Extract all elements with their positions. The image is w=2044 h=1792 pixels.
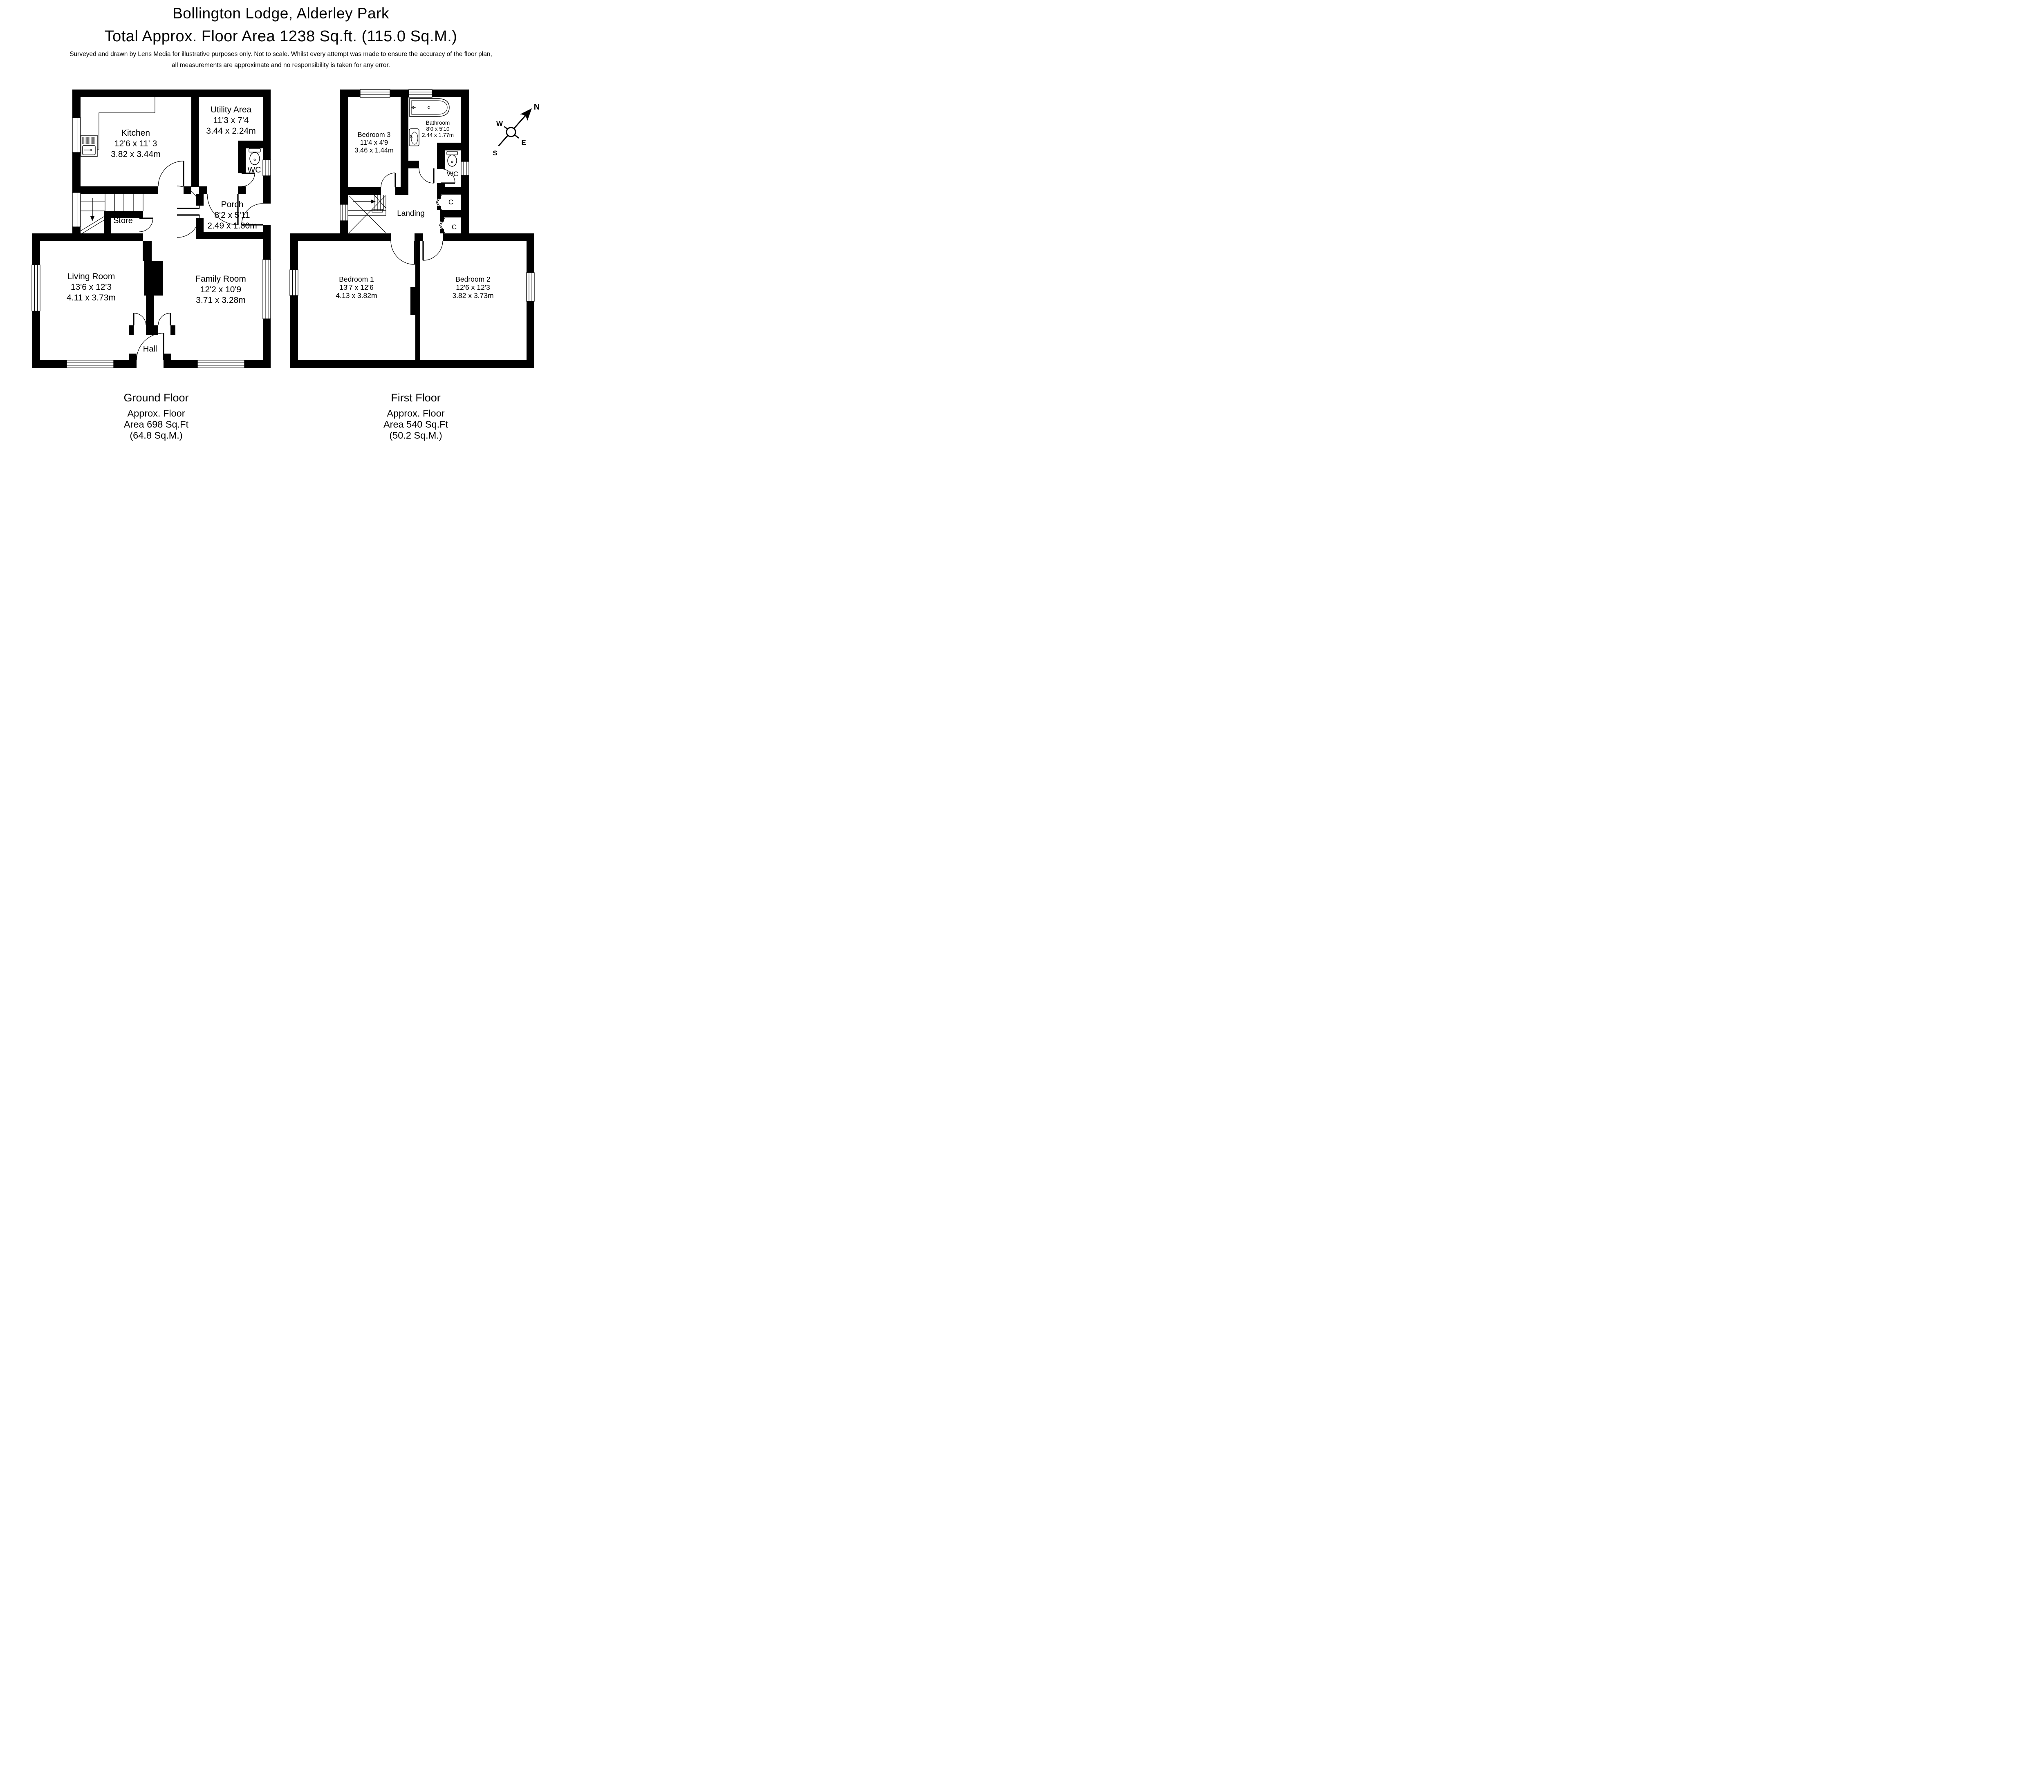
porch-dim-m: 2.49 x 1.80m (207, 221, 257, 231)
wc-first-label: WC (447, 170, 458, 178)
first-floor-plan: Bedroom 3 11'4 x 4'9 3.46 x 1.44m Bathro… (289, 89, 535, 368)
bedroom2-dim-m: 3.82 x 3.73m (452, 291, 493, 300)
first-floor-doors (381, 168, 455, 265)
ground-floor-plan: Kitchen 12'6 x 11' 3 3.82 x 3.44m Utilit… (31, 90, 271, 368)
bedroom2-dim-ft: 12'6 x 12'3 (456, 283, 490, 291)
hall-label: Hall (143, 345, 157, 354)
living-room-dim-ft: 13'6 x 12'3 (71, 282, 112, 292)
closet1-label: C (448, 198, 453, 206)
staircase-first (348, 195, 386, 233)
ground-floor-labels: Kitchen 12'6 x 11' 3 3.82 x 3.44m Utilit… (67, 105, 261, 354)
compass-graphic (498, 108, 532, 146)
compass-east-label: E (521, 139, 526, 146)
kitchen-label: Kitchen (121, 128, 150, 138)
compass-north-label: N (534, 103, 540, 112)
bedroom1-label: Bedroom 1 (339, 275, 374, 283)
first-floor-labels: Bedroom 3 11'4 x 4'9 3.46 x 1.44m Bathro… (336, 120, 493, 300)
ground-area-line-2: Area 698 Sq.Ft (123, 419, 189, 430)
total-area-title: Total Approx. Floor Area 1238 Sq.ft. (11… (104, 28, 457, 45)
north-arrow-icon (520, 108, 532, 121)
ground-floor-area: Approx. Floor Area 698 Sq.Ft (64.8 Sq.M.… (95, 408, 217, 441)
bedroom2-label: Bedroom 2 (455, 275, 491, 283)
toilet-first-wc (446, 151, 458, 167)
disclaimer-line-2: all measurements are approximate and no … (171, 62, 390, 69)
staircase-ground (80, 194, 143, 234)
ground-floor-caption: Ground Floor (123, 392, 189, 404)
ground-floor-windows (31, 117, 271, 368)
first-area-line-3: (50.2 Sq.M.) (389, 430, 442, 441)
family-room-label: Family Room (195, 274, 246, 284)
compass-rose: N W E S (493, 103, 540, 157)
first-area-line-1: Approx. Floor (387, 408, 445, 419)
bathtub (409, 98, 450, 117)
compass-south-label: S (493, 149, 497, 157)
bathroom-dim-ft: 8'0 x 5'10 (426, 126, 450, 132)
first-floor-area: Approx. Floor Area 540 Sq.Ft (50.2 Sq.M.… (354, 408, 477, 441)
first-area-line-2: Area 540 Sq.Ft (383, 419, 448, 430)
utility-dim-m: 3.44 x 2.24m (206, 126, 256, 136)
bedroom3-label: Bedroom 3 (358, 131, 391, 139)
bedroom3-dim-m: 3.46 x 1.44m (354, 147, 393, 154)
living-room-label: Living Room (67, 272, 115, 281)
bedroom3-dim-ft: 11'4 x 4'9 (360, 139, 388, 146)
landing-label: Landing (397, 209, 425, 218)
bathroom-dim-m: 2.44 x 1.77m (422, 132, 454, 138)
family-room-dim-m: 3.71 x 3.28m (196, 296, 245, 305)
page-title: Bollington Lodge, Alderley Park (173, 5, 389, 22)
closet2-label: C (452, 223, 457, 231)
bathroom-label: Bathroom (426, 120, 450, 126)
ground-area-line-3: (64.8 Sq.M.) (130, 430, 183, 441)
kitchen-dim-m: 3.82 x 3.44m (111, 150, 160, 159)
wc-ground-label: WC (247, 166, 261, 175)
basin (409, 128, 419, 146)
bedroom1-dim-m: 4.13 x 3.82m (336, 291, 377, 300)
ground-area-line-1: Approx. Floor (127, 408, 185, 419)
first-floor-caption: First Floor (391, 392, 441, 404)
store-label: Store (113, 216, 133, 225)
kitchen-dim-ft: 12'6 x 11' 3 (114, 139, 157, 148)
compass-west-label: W (496, 120, 503, 128)
porch-label: Porch (221, 200, 244, 209)
first-floor-windows (289, 89, 535, 302)
floorplan-page: Bollington Lodge, Alderley Park Total Ap… (0, 0, 562, 448)
toilet-ground-wc (249, 148, 261, 165)
living-room-dim-m: 4.11 x 3.73m (67, 293, 116, 302)
porch-dim-ft: 8'2 x 5'11 (214, 211, 250, 220)
kitchen-sink (81, 135, 98, 157)
disclaimer-line-1: Surveyed and drawn by Lens Media for ill… (69, 51, 492, 58)
utility-label: Utility Area (211, 105, 252, 114)
bedroom1-dim-ft: 13'7 x 12'6 (339, 283, 374, 291)
ground-floor-doors (133, 161, 263, 361)
utility-dim-ft: 11'3 x 7'4 (213, 116, 249, 125)
family-room-dim-ft: 12'2 x 10'9 (200, 285, 241, 294)
